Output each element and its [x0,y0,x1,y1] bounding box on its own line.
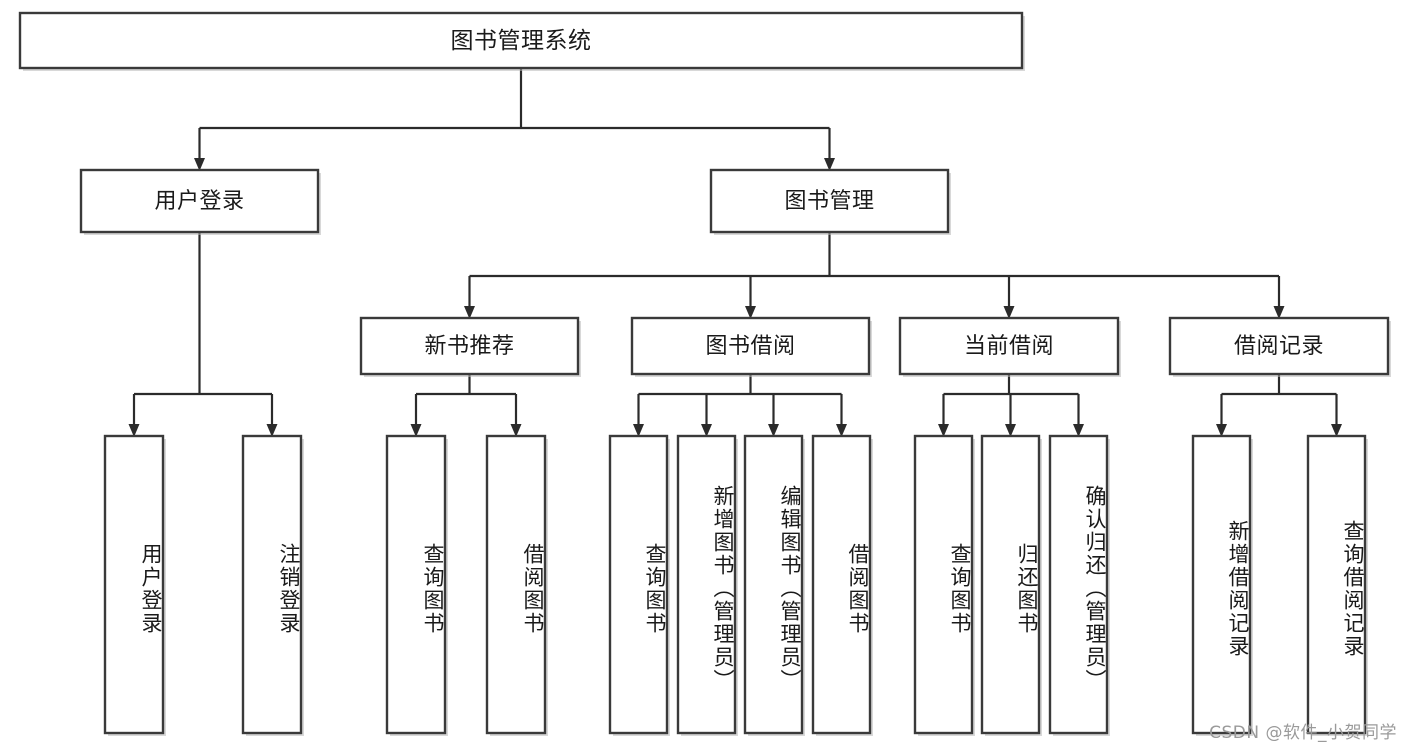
node-leaf-user-login[interactable] [103,434,166,736]
node-rect[interactable] [385,434,447,735]
node-label-borrow-record: 借阅记录 [1234,334,1324,359]
node-rect[interactable] [103,434,165,735]
arrow-head-icon [745,306,756,319]
node-new-book-recommend[interactable] [359,316,581,377]
arrow-head-icon [824,158,835,171]
edge-group-from-borrow-record [1216,374,1342,437]
arrow-head-icon [633,424,644,437]
node-rect[interactable] [608,434,669,735]
node-label-root: 图书管理系统 [451,28,592,54]
edge-group-from-book-manage [464,232,1285,319]
arrow-head-icon [464,306,475,319]
node-rect[interactable] [1168,316,1390,376]
node-label-book-borrow: 图书借阅 [705,334,795,359]
node-label-new-book-recommend: 新书推荐 [424,334,514,359]
node-rect[interactable] [898,316,1120,376]
node-current-borrow[interactable] [898,316,1121,377]
node-rect[interactable] [709,168,950,234]
watermark-text: CSDN @软件_小贺同学 [1209,723,1397,743]
arrow-head-icon [410,424,422,437]
node-rect[interactable] [980,434,1041,735]
arrow-head-icon [1005,424,1016,437]
node-rect[interactable] [241,434,303,735]
arrow-head-icon [1073,424,1084,437]
connector-edges-layer [128,68,1342,437]
arrow-head-icon [701,424,712,437]
arrow-head-icon [938,424,949,437]
node-boxes-layer [18,11,1391,736]
arrow-head-icon [768,424,779,437]
arrow-head-icon [1331,424,1342,437]
edge-group-from-root [194,68,835,171]
node-book-manage[interactable] [709,168,951,235]
node-leaf-edit-book[interactable] [743,434,805,736]
arrow-head-icon [836,424,847,437]
node-leaf-query-book-cur[interactable] [913,434,975,736]
edge-group-from-new-book-recommend [410,374,522,437]
edge-group-from-current-borrow [938,374,1084,437]
arrow-head-icon [128,424,140,437]
node-leaf-query-book-borrow[interactable] [608,434,670,736]
node-rect[interactable] [1048,434,1109,735]
node-leaf-add-record[interactable] [1191,434,1253,736]
arrow-head-icon [1216,424,1227,437]
arrow-head-icon [510,424,522,437]
node-leaf-borrow-book[interactable] [811,434,873,736]
node-label-user-login: 用户登录 [154,189,244,214]
node-leaf-return-book[interactable] [980,434,1042,736]
edge-group-from-user-login [128,232,278,437]
node-rect[interactable] [485,434,547,735]
node-rect[interactable] [359,316,580,376]
node-rect[interactable] [811,434,872,735]
node-label-current-borrow: 当前借阅 [964,334,1054,359]
arrow-head-icon [194,158,205,171]
node-rect[interactable] [743,434,804,735]
node-user-login[interactable] [79,168,321,235]
node-root[interactable] [18,11,1025,71]
node-rect[interactable] [79,168,320,234]
arrow-head-icon [1003,306,1015,319]
node-rect[interactable] [1306,434,1367,735]
node-rect[interactable] [630,316,871,376]
node-borrow-record[interactable] [1168,316,1391,377]
node-leaf-add-book[interactable] [676,434,738,736]
node-rect[interactable] [676,434,737,735]
arrow-head-icon [1273,306,1285,319]
node-rect[interactable] [1191,434,1252,735]
node-leaf-logout[interactable] [241,434,304,736]
edge-group-from-book-borrow [633,374,847,437]
node-leaf-confirm-return[interactable] [1048,434,1110,736]
node-leaf-borrow-book-rec[interactable] [485,434,548,736]
node-leaf-query-book-rec[interactable] [385,434,448,736]
node-book-borrow[interactable] [630,316,872,377]
node-rect[interactable] [18,11,1024,70]
node-leaf-query-record[interactable] [1306,434,1368,736]
node-rect[interactable] [913,434,974,735]
arrow-head-icon [266,424,278,437]
node-label-book-manage: 图书管理 [784,189,874,214]
